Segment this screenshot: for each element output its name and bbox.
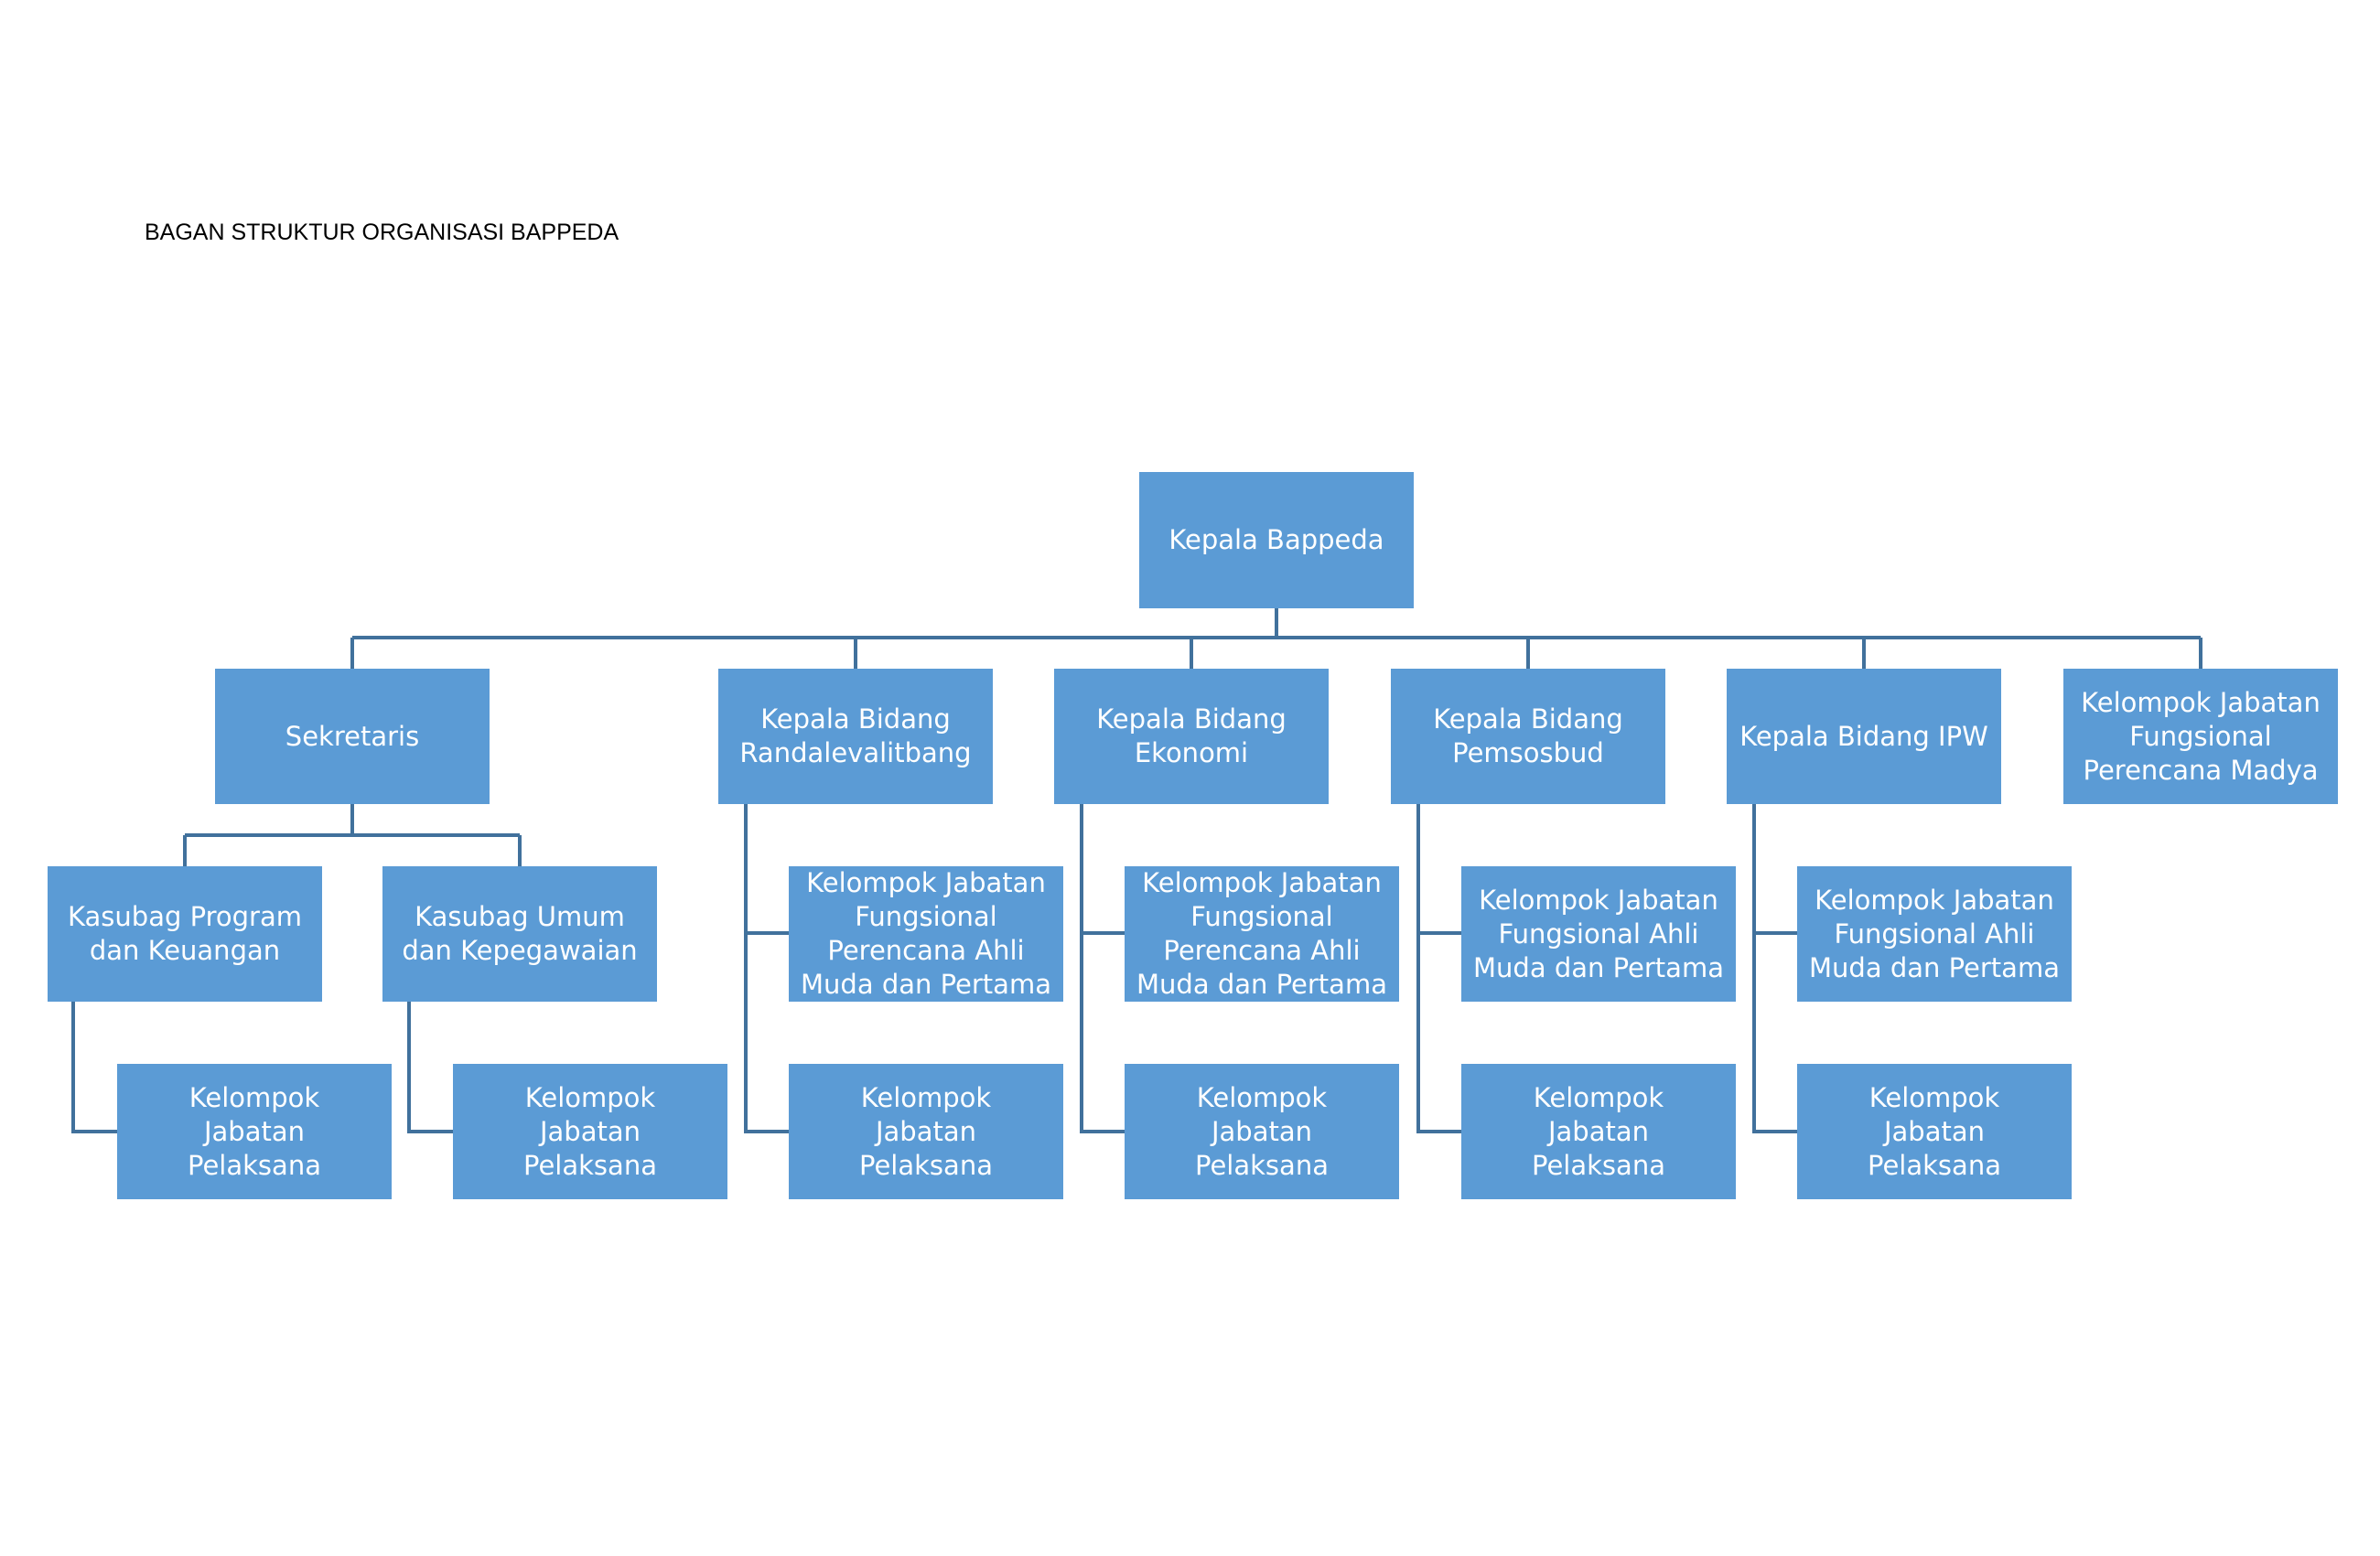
box-ekonomi-pelaksana: Kelompok Jabatan Pelaksana	[1125, 1064, 1399, 1199]
box-label: Kelompok Jabatan Pelaksana	[523, 1081, 657, 1181]
box-pemsosbud-fungsional: Kelompok Jabatan Fungsional Ahli Muda da…	[1461, 866, 1736, 1002]
box-label: Kelompok Jabatan Pelaksana	[188, 1081, 321, 1181]
connector-kasubag-program-to-pelaksana	[71, 1002, 117, 1133]
box-program-pelaksana: Kelompok Jabatan Pelaksana	[117, 1064, 392, 1199]
box-label: Kelompok Jabatan Fungsional Perencana Ah…	[1136, 867, 1387, 1000]
box-label: Kepala Bidang Pemsosbud	[1433, 703, 1623, 768]
box-kasubag-umum-kepegawaian: Kasubag Umum dan Kepegawaian	[382, 866, 657, 1002]
box-ekonomi-fungsional: Kelompok Jabatan Fungsional Perencana Ah…	[1125, 866, 1399, 1002]
box-label: Kelompok Jabatan Pelaksana	[1532, 1081, 1665, 1181]
box-kepala-bidang-pemsosbud: Kepala Bidang Pemsosbud	[1391, 669, 1665, 804]
box-label: Kelompok Jabatan Pelaksana	[1868, 1081, 2001, 1181]
box-label: Kasubag Program dan Keuangan	[68, 901, 302, 966]
box-label: Kelompok Jabatan Fungsional Perencana Ma…	[2081, 686, 2321, 786]
box-randal-pelaksana: Kelompok Jabatan Pelaksana	[789, 1064, 1063, 1199]
box-label: Kepala Bidang Ekonomi	[1096, 703, 1287, 768]
connector-kasubag-umum-to-pelaksana	[407, 1002, 453, 1133]
box-kepala-bappeda: Kepala Bappeda	[1139, 472, 1414, 608]
box-label: Kelompok Jabatan Fungsional Perencana Ah…	[801, 867, 1051, 1000]
box-label: Kepala Bidang Randalevalitbang	[739, 703, 972, 768]
connector-pemsosbud-trunk	[1416, 804, 1461, 1133]
box-label: Kelompok Jabatan Pelaksana	[1195, 1081, 1329, 1181]
box-pemsosbud-pelaksana: Kelompok Jabatan Pelaksana	[1461, 1064, 1736, 1199]
box-label: Kelompok Jabatan Pelaksana	[859, 1081, 993, 1181]
box-label: Kepala Bidang IPW	[1739, 720, 1988, 752]
box-label: Kelompok Jabatan Fungsional Ahli Muda da…	[1809, 884, 2060, 983]
box-randal-fungsional: Kelompok Jabatan Fungsional Perencana Ah…	[789, 866, 1063, 1002]
box-kepala-bidang-ekonomi: Kepala Bidang Ekonomi	[1054, 669, 1329, 804]
box-label: Kasubag Umum dan Kepegawaian	[402, 901, 638, 966]
box-kepala-bidang-ipw: Kepala Bidang IPW	[1727, 669, 2001, 804]
box-label: Kelompok Jabatan Fungsional Ahli Muda da…	[1473, 884, 1724, 983]
box-label: Sekretaris	[285, 720, 420, 752]
box-ipw-pelaksana: Kelompok Jabatan Pelaksana	[1797, 1064, 2072, 1199]
connector-ekonomi-trunk	[1080, 804, 1125, 1133]
page-title: BAGAN STRUKTUR ORGANISASI BAPPEDA	[145, 220, 619, 245]
connector-ipw-trunk	[1752, 804, 1797, 1133]
box-fungsional-perencana-madya: Kelompok Jabatan Fungsional Perencana Ma…	[2063, 669, 2338, 804]
box-kasubag-program-keuangan: Kasubag Program dan Keuangan	[48, 866, 322, 1002]
box-sekretaris: Sekretaris	[215, 669, 490, 804]
box-umum-pelaksana: Kelompok Jabatan Pelaksana	[453, 1064, 727, 1199]
connector-randal-trunk	[744, 804, 789, 1133]
box-kepala-bidang-randalevalitbang: Kepala Bidang Randalevalitbang	[718, 669, 993, 804]
box-ipw-fungsional: Kelompok Jabatan Fungsional Ahli Muda da…	[1797, 866, 2072, 1002]
box-label: Kepala Bappeda	[1168, 524, 1384, 555]
